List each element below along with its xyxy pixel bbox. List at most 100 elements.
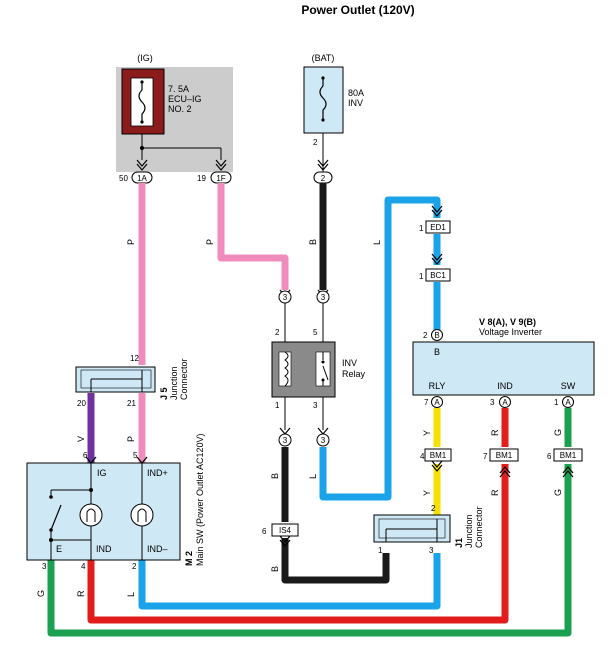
- inverter-sw-pin: 1: [554, 398, 559, 407]
- wire-label-g1: G: [553, 429, 563, 436]
- wire-label-r1: R: [490, 429, 500, 436]
- junction-j1-name2: Connector: [474, 506, 484, 548]
- connector-bm1-a: [424, 448, 452, 462]
- pin-50: 50: [119, 174, 128, 183]
- inverter-ind-conn: [499, 396, 511, 408]
- lamp-filament-icon: [86, 508, 96, 522]
- wire-label-p3: P: [126, 436, 136, 442]
- wire-label-l3: L: [126, 592, 136, 597]
- arrow-down-icon: [317, 159, 329, 171]
- relay-conn-bot-left-label: 3: [283, 436, 288, 445]
- m2-pin-5: 5: [133, 451, 138, 460]
- ig-fuse-rating: 7. 5A: [168, 84, 189, 94]
- wire-r-bm1-m2: [87, 464, 509, 624]
- arrow-down-icon: [431, 460, 443, 472]
- junction-j1-name1: Junction: [464, 514, 474, 548]
- inverter-b-pin: 2: [423, 331, 428, 340]
- arrow-down-icon: [279, 535, 291, 547]
- m2-pin-6: 6: [83, 451, 88, 460]
- lamp-filament-icon: [137, 508, 147, 522]
- main-switch-name: Main SW (Power Outlet AC120V): [195, 433, 205, 566]
- junction-j1-code: J1: [454, 538, 464, 548]
- connector-bat-2-label: 2: [321, 174, 326, 183]
- bat-fuse-rating: 80A: [348, 88, 364, 98]
- main-switch-code: M 2: [184, 551, 194, 566]
- connector-bm1-b-label: BM1: [496, 451, 513, 460]
- relay-pin-2: 2: [275, 328, 280, 337]
- wire-label-b3: B: [270, 566, 280, 572]
- m2-pin-4: 4: [81, 562, 86, 571]
- indicator-lamp-icon: [79, 503, 103, 527]
- relay-conn-bot-right-label: 3: [321, 436, 326, 445]
- bc1-pin: 1: [419, 272, 424, 281]
- fuse-terminal-bottom: [321, 118, 325, 122]
- ed1-pin: 1: [419, 224, 424, 233]
- j5-pin-top: 12: [130, 354, 139, 363]
- relay-pin-3: 3: [313, 401, 318, 410]
- junction-j1-inner: [378, 518, 446, 539]
- wire-label-g3: G: [36, 590, 46, 597]
- inverter-rly-pin: 7: [424, 398, 429, 407]
- inverter-rly-conn: [431, 396, 443, 408]
- inverter-rly-conn-label: A: [434, 398, 440, 407]
- diagram-title: Power Outlet (120V): [301, 3, 414, 17]
- arrow-up-icon: [499, 466, 511, 478]
- arrow-down-icon: [136, 159, 148, 171]
- switch-dot: [49, 495, 53, 499]
- junction-j5-code: J 5: [159, 387, 169, 400]
- contact-dot: [321, 360, 325, 364]
- inverter-b-conn: [431, 329, 443, 341]
- connector-bm1-b: [489, 448, 519, 462]
- wire-label-g2: G: [553, 489, 563, 496]
- arrow-up-icon: [562, 466, 574, 478]
- arrow-down-icon: [431, 253, 443, 265]
- j1-pin-bl: 1: [378, 546, 383, 555]
- relay-name1: INV: [342, 358, 357, 368]
- j1-pin-br: 3: [429, 546, 434, 555]
- wire-label-p1: P: [126, 239, 136, 245]
- junction-j5-name2: Connector: [179, 358, 189, 400]
- relay-conn-bot-right: [316, 433, 330, 447]
- m2-pin-3: 3: [42, 562, 47, 571]
- wire-label-b1: B: [308, 239, 318, 245]
- connector-bc1: [425, 268, 451, 282]
- main-switch-m2-body: [26, 462, 181, 561]
- junction-j5-name1: Junction: [169, 366, 179, 400]
- relay-coil-window: [278, 351, 292, 387]
- m2-label-ig: IG: [97, 468, 107, 478]
- relay-pin-1: 1: [275, 401, 280, 410]
- junction-j5-inner: [80, 369, 152, 389]
- is4-pin: 6: [262, 527, 267, 536]
- wire-b-is4-j1: [281, 538, 390, 584]
- inverter-code: V 8(A), V 9(B): [479, 317, 536, 327]
- relay-pin-5: 5: [313, 328, 318, 337]
- connector-bm1-c-label: BM1: [560, 451, 577, 460]
- arrow-down-icon: [215, 159, 227, 171]
- connector-ed1-label: ED1: [430, 223, 446, 232]
- inverter-ind-pin: 3: [490, 398, 495, 407]
- wire-l-relay-ed1: [319, 196, 441, 501]
- relay-conn-top-right-label: 3: [321, 293, 326, 302]
- contact-dot: [321, 378, 325, 382]
- connector-bm1-a-label: BM1: [430, 451, 447, 460]
- j1-pin-top: 2: [431, 504, 436, 513]
- fuse-link-icon: [138, 82, 146, 122]
- fuse-terminal-top: [140, 80, 144, 84]
- fuse-terminal-top: [321, 76, 325, 80]
- wire-label-l1: L: [372, 240, 382, 245]
- inverter-ind-conn-label: A: [502, 398, 508, 407]
- wire-p-ig-relay: [217, 183, 289, 290]
- inverter-body: [412, 341, 595, 396]
- indicator-lamp-icon: [130, 503, 154, 527]
- wire-label-l2: L: [308, 474, 318, 479]
- coil-icon: [284, 351, 289, 387]
- m2-junction-dot: [49, 538, 53, 542]
- wire-label-r3: R: [76, 590, 86, 597]
- inverter-term-rly: RLY: [429, 381, 446, 391]
- ig-fuse-name2: NO. 2: [168, 104, 192, 114]
- inverter-name: Voltage Inverter: [479, 327, 542, 337]
- m2-label-ind: IND: [96, 544, 112, 554]
- inverter-b-label: B: [434, 347, 440, 357]
- ig-fuse-name1: ECU–IG: [168, 94, 202, 104]
